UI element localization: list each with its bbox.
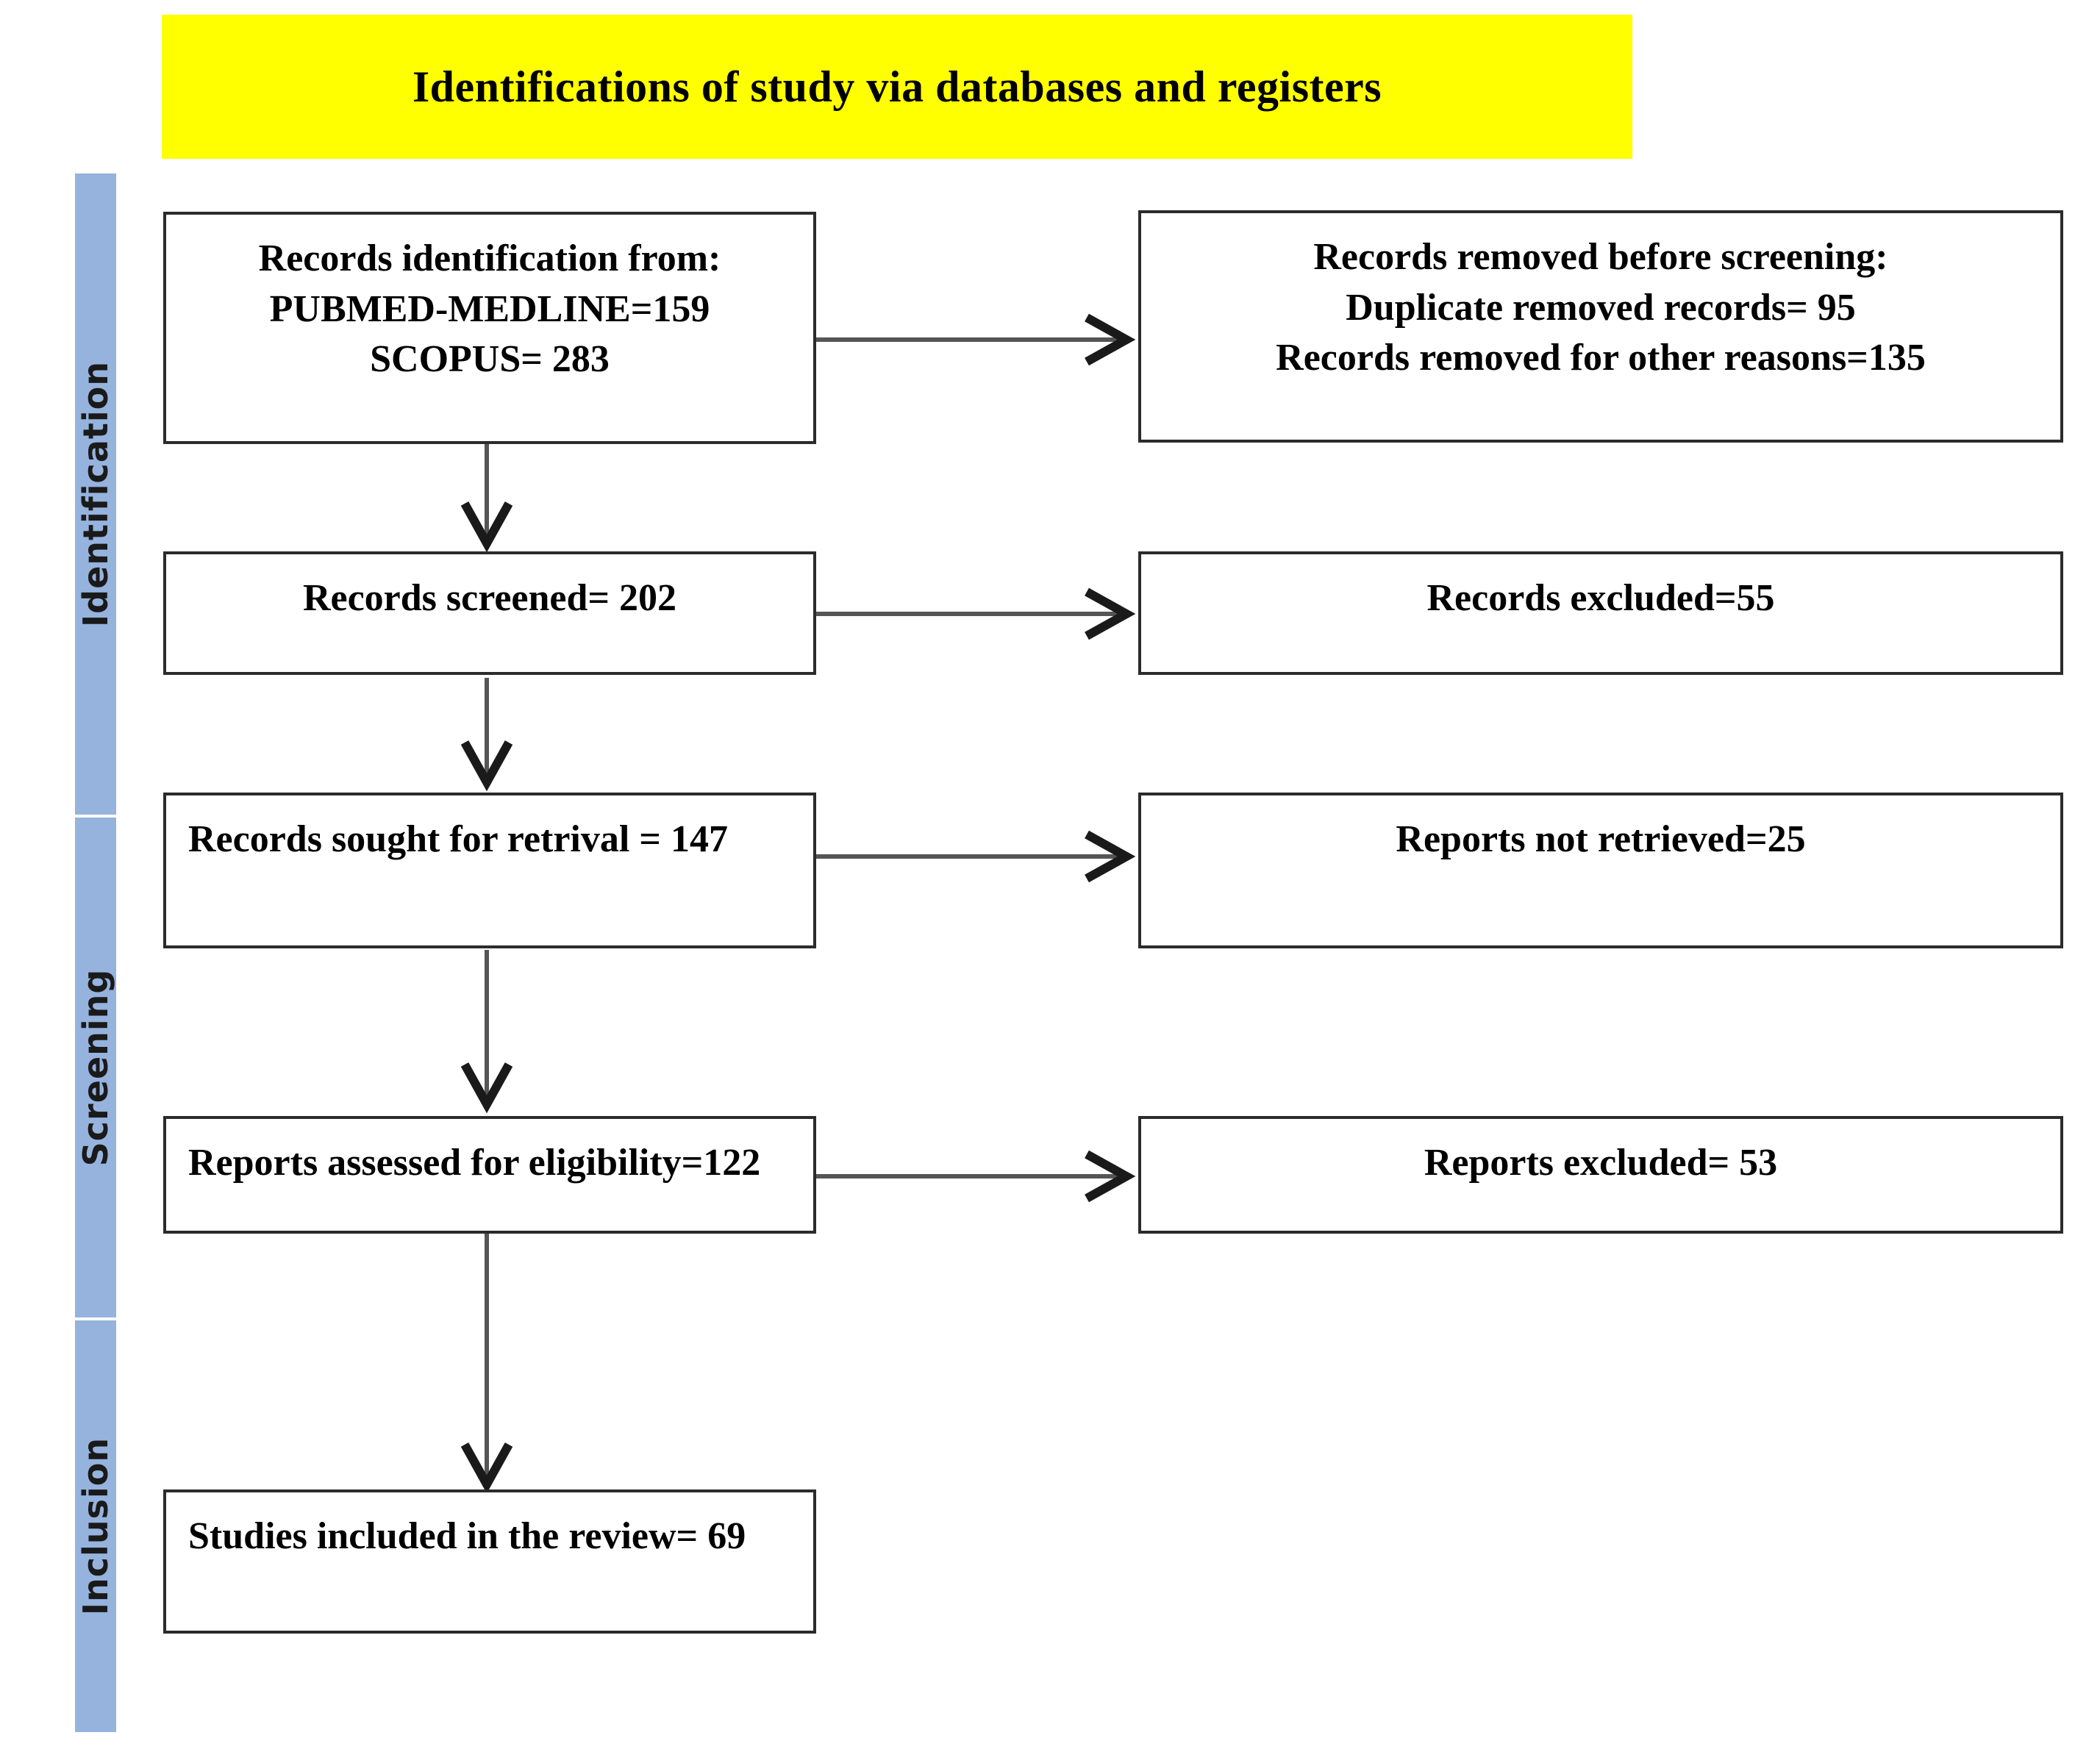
box-line: SCOPUS= 283 bbox=[370, 338, 610, 381]
box-records-excluded[interactable]: Records excluded=55 bbox=[1138, 551, 2063, 675]
box-line: Studies included in the review= 69 bbox=[188, 1515, 746, 1557]
box-line: PUBMED-MEDLINE=159 bbox=[269, 287, 710, 330]
page-title: Identifications of study via databases a… bbox=[412, 62, 1382, 111]
stage-band-identification: Identification bbox=[75, 174, 116, 815]
box-studies-included-in-review[interactable]: Studies included in the review= 69 bbox=[163, 1489, 816, 1634]
box-line: Records screened= 202 bbox=[302, 577, 677, 619]
stage-band-inclusion: Inclusion bbox=[75, 1320, 116, 1732]
stage-label-inclusion: Inclusion bbox=[76, 1437, 115, 1616]
box-line: Duplicate removed records= 95 bbox=[1346, 286, 1856, 329]
box-line: Records sought for retrival = 147 bbox=[188, 818, 728, 860]
box-line: Records excluded=55 bbox=[1426, 577, 1775, 619]
box-line: Reports excluded= 53 bbox=[1424, 1142, 1778, 1184]
box-line: Records removed for other reasons=135 bbox=[1276, 337, 1926, 379]
stage-band-screening: Screening bbox=[75, 818, 116, 1317]
stage-label-identification: Identification bbox=[76, 361, 115, 627]
box-reports-not-retrieved[interactable]: Reports not retrieved=25 bbox=[1138, 793, 2063, 948]
box-line: Records identification from: bbox=[258, 237, 721, 279]
box-records-identification-from[interactable]: Records identification from: PUBMED-MEDL… bbox=[163, 212, 816, 444]
box-reports-assessed-for-eligibility[interactable]: Reports assessed for eligibility=122 bbox=[163, 1116, 816, 1234]
title-banner: Identifications of study via databases a… bbox=[162, 15, 1632, 159]
box-records-screened[interactable]: Records screened= 202 bbox=[163, 551, 816, 675]
stage-label-screening: Screening bbox=[76, 968, 115, 1167]
box-line: Reports not retrieved=25 bbox=[1396, 818, 1806, 860]
box-line: Reports assessed for eligibility=122 bbox=[188, 1142, 761, 1184]
box-line: Records removed before screening: bbox=[1313, 236, 1888, 278]
box-records-removed-before-screening[interactable]: Records removed before screening: Duplic… bbox=[1138, 210, 2063, 443]
box-reports-excluded[interactable]: Reports excluded= 53 bbox=[1138, 1116, 2063, 1234]
box-records-sought-for-retrieval[interactable]: Records sought for retrival = 147 bbox=[163, 793, 816, 948]
